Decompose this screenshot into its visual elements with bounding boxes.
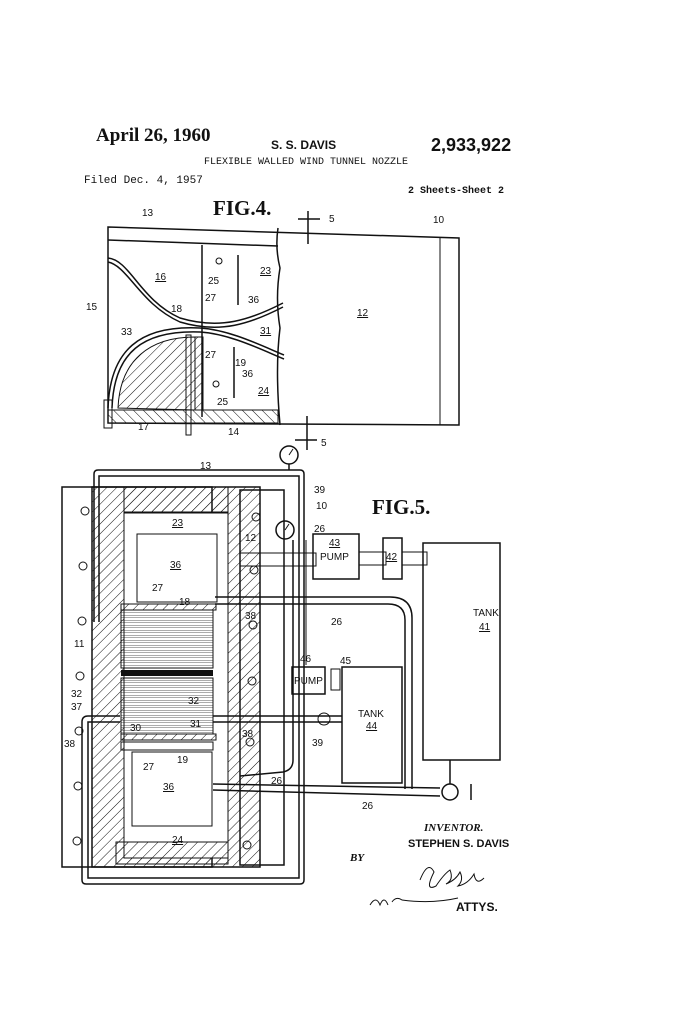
attorneys-label: ATTYS. [456,900,498,914]
fig5-label: 32 [188,696,200,707]
fig4-label: 24 [258,386,270,397]
fig5-label: 24 [172,835,184,846]
patent-title: FLEXIBLE WALLED WIND TUNNEL NOZZLE [204,157,409,168]
fig4-label: 27 [205,293,217,304]
by-label: BY [350,852,365,864]
fig4-title: FIG.4. [213,196,271,220]
figure-4: FIG.4. 13 5 10 16 25 23 15 18 27 36 12 3… [86,196,460,450]
fig5-label: 46 [300,654,312,665]
fig5-label: 37 [71,702,83,713]
fig5-label: PUMP [320,552,349,563]
fig5-label: 36 [163,782,175,793]
fig5-label: TANK [473,608,499,619]
fig4-label: 19 [235,358,247,369]
filed-date: Filed Dec. 4, 1957 [84,175,203,187]
fig5-label: 18 [179,597,191,608]
fig5-label: 23 [172,518,184,529]
fig5-label: 27 [143,762,155,773]
fig4-label: 5 [329,214,335,225]
fig5-label: 38 [245,611,257,622]
inventor-label: INVENTOR. [424,822,484,834]
fig5-label: 36 [170,560,182,571]
fig4-label: 15 [86,302,98,313]
fig5-label: 41 [479,622,491,633]
fig5-label: 27 [152,583,164,594]
fig5-label: 26 [271,776,283,787]
fig4-label: 23 [260,266,272,277]
fig5-label: 39 [314,485,326,496]
figure-5: FIG.5. [61,445,501,885]
fig4-label: 27 [205,350,217,361]
fig4-label: 25 [208,276,220,287]
fig4-label: 25 [217,397,229,408]
patent-number: 2,933,922 [431,135,512,155]
fig5-label: 38 [64,739,76,750]
inventor-header: S. S. DAVIS [271,138,337,152]
fig5-label: 44 [366,721,378,732]
fig5-label: PUMP [294,676,323,687]
fig5-label: 13 [200,461,212,472]
fig5-label: 42 [386,552,398,563]
fig4-label: 13 [142,208,154,219]
fig5-label: 30 [130,723,142,734]
fig5-label: 19 [177,755,189,766]
fig4-label: 17 [138,422,150,433]
fig4-label: 31 [260,326,272,337]
fig5-label: 43 [329,538,341,549]
fig5-label: 26 [331,617,343,628]
fig4-label: 14 [228,427,240,438]
fig5-label: 45 [340,656,352,667]
fig4-label: 16 [155,272,167,283]
fig5-label: 38 [242,729,254,740]
fig5-label: 26 [314,524,326,535]
fig5-title: FIG.5. [372,495,430,519]
fig4-label: 33 [121,327,133,338]
fig5-label: 32 [71,689,83,700]
fig4-label: 12 [357,308,369,319]
fig5-label: 10 [316,501,328,512]
fig4-label: 5 [321,438,327,449]
fig5-label: 31 [190,719,202,730]
fig4-label: 18 [171,304,183,315]
fig4-label: 10 [433,215,445,226]
fig5-label: 39 [312,738,324,749]
fig5-label: 26 [362,801,374,812]
fig5-label: 11 [74,639,85,650]
patent-date: April 26, 1960 [96,125,211,146]
sheet-count: 2 Sheets-Sheet 2 [408,186,505,197]
attorney-signature [369,867,485,907]
inventor-name: STEPHEN S. DAVIS [408,838,510,850]
fig4-label: 36 [248,295,260,306]
fig5-label: TANK [358,709,384,720]
fig4-label: 36 [242,369,254,380]
fig5-label: 12 [245,533,257,544]
